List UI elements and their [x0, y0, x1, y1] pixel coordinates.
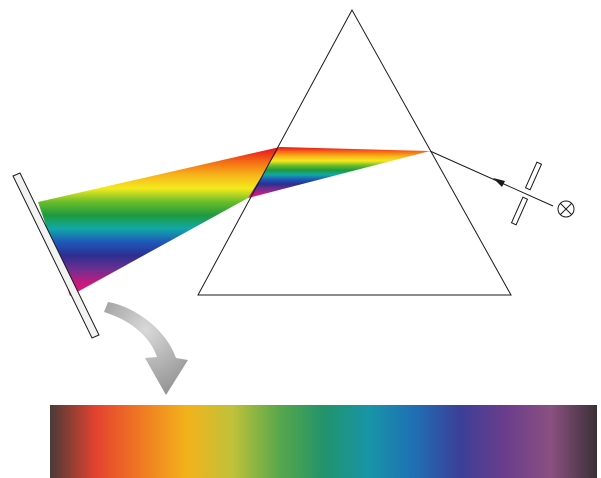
curved-arrow-icon	[104, 302, 188, 395]
slit-bar-top	[526, 162, 542, 190]
dispersed-beam-outer	[38, 147, 280, 296]
slit	[512, 162, 542, 225]
light-source-icon	[558, 201, 574, 217]
dispersed-beam-inner	[248, 147, 430, 198]
incident-ray-arrowhead	[493, 178, 505, 187]
spectrum-bar	[50, 405, 597, 478]
slit-bar-bottom	[512, 197, 528, 225]
